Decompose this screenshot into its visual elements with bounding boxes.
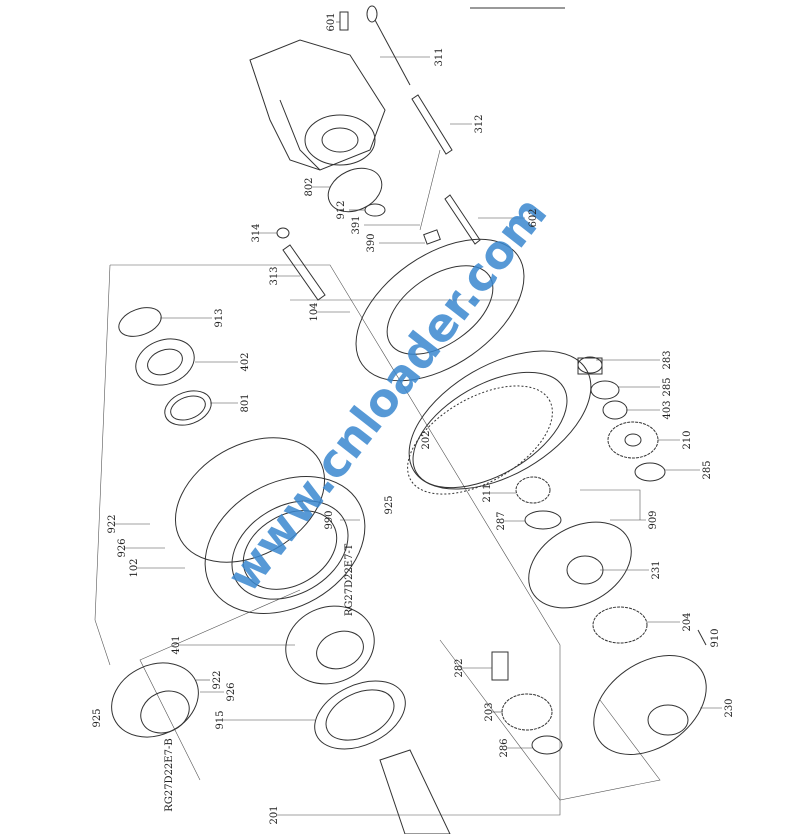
part-label: 210 [682,430,693,449]
part-label: 922 [212,670,223,689]
part-label: 912 [336,200,347,219]
part-label: 922 [107,514,118,533]
bearing-402 [135,338,195,386]
gear-204 [592,606,648,644]
part-label: 801 [240,393,251,412]
washer-287 [524,510,562,530]
part-label: 802 [304,177,315,196]
part-label: 402 [240,352,251,371]
part-label: 390 [366,233,377,252]
part-label: 925 [384,495,395,514]
part-label: 204 [682,612,693,631]
plug-314 [276,227,290,239]
part-label: 925 [92,708,103,727]
part-label: RG27D22E7-T [344,544,355,617]
dipstick-311 [366,5,411,86]
part-label: 391 [351,215,362,234]
pin-602 [444,194,481,245]
gear-211 [515,476,551,504]
part-label: 283 [662,350,673,369]
part-label: 203 [484,702,495,721]
key-390 [423,229,441,245]
bolt-601 [339,11,349,31]
part-label: 602 [528,208,539,227]
washer-285b [634,462,666,482]
washer-286 [531,735,563,755]
part-label: 601 [326,12,337,31]
part-label: 311 [434,47,445,66]
part-label: 403 [662,400,673,419]
part-label: 285 [662,377,673,396]
assembly-guide-lines [94,149,661,816]
housing-102 [174,437,366,614]
leader-lines [114,21,722,816]
watermark: www.cnloader.com [216,186,557,601]
part-label: 282 [454,658,465,677]
seal-801 [164,390,212,426]
part-label: 313 [269,266,280,285]
part-labels: 601 311 312 802 912 391 390 314 313 602 104 913 402 8… [92,12,735,824]
bearing-403 [602,400,628,420]
part-label: 910 [710,628,721,647]
washer-285a [590,380,620,400]
part-label: 312 [474,114,485,133]
pin-910 [697,629,707,646]
part-label: 286 [499,738,510,757]
part-label: 231 [651,560,662,579]
part-label: 202 [421,430,432,449]
shaft-201 [379,749,451,834]
ring-gear-202 [407,350,592,495]
part-label: 926 [117,538,128,557]
gear-210 [607,421,659,459]
part-label: 201 [269,805,280,824]
part-label: 401 [171,635,182,654]
o-ring-802 [327,167,383,213]
housing-b [111,662,199,738]
carrier-230 [593,655,707,755]
part-label: 314 [251,223,262,242]
hydraulic-motor [249,39,386,171]
pin-282 [491,651,509,681]
part-label: 285 [702,460,713,479]
snap-ring-913 [118,307,162,337]
pin-283 [577,356,603,375]
part-label: 926 [226,682,237,701]
gear-203 [501,693,553,731]
part-label: 990 [324,510,335,529]
pipe-313 [282,244,326,301]
part-label: RG27D22E7-B [164,738,175,811]
plate-104 [355,238,525,382]
pipe-312 [411,94,453,155]
part-label: 913 [214,308,225,327]
seal-915 [314,680,406,750]
part-label: 211 [482,483,493,502]
part-label: 230 [724,698,735,717]
part-label: 909 [648,510,659,529]
part-label: 287 [496,511,507,530]
part-label: 102 [129,558,140,577]
part-label: 104 [309,302,320,321]
bearing-401 [285,605,375,685]
ring-912 [364,203,386,217]
part-label: 915 [215,710,226,729]
